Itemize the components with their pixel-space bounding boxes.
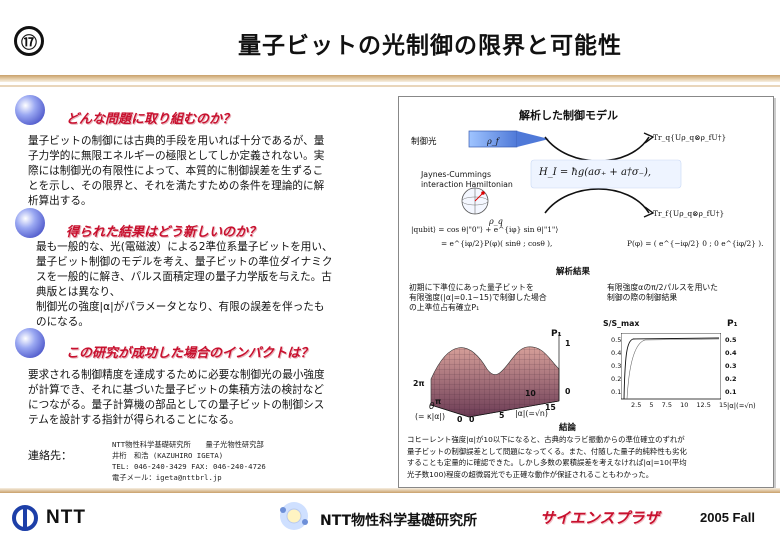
theta-tick-pi: π	[435, 397, 442, 406]
section-bullet-icon	[15, 95, 45, 125]
z-tick-1: 1	[565, 339, 571, 348]
alpha-tick-15: 15	[545, 403, 556, 412]
section-heading-impact: この研究が成功した場合のインパクトは？	[66, 346, 314, 361]
plot2d-xlabel: |α|(=√n)	[727, 402, 756, 410]
z-tick-0: 0	[565, 387, 571, 396]
alpha-tick-0: 0	[469, 415, 475, 424]
fidelity-curve	[623, 337, 720, 400]
conclusion-title: 結論	[559, 423, 577, 433]
qubit-state-eq2: = e^{iφ/2}P(φ)( sinθ ; cosθ ),	[441, 239, 553, 248]
plot2d-left-ticks: 0.5 0.4 0.3 0.2 0.1	[611, 336, 622, 396]
zaxis-label: P₁	[551, 329, 562, 339]
header-divider-thin	[0, 85, 780, 87]
figure-panel: 解析した制御モデル 制御光 Jaynes-Cummings interactio…	[398, 96, 774, 488]
upper-curve	[544, 136, 650, 162]
trace-q-formula: Tr_q{Uρ_q⊗ρ_fU†}	[653, 133, 727, 142]
section-text-problem: 量子ビットの制御には古典的手段を用いれば十分であるが、量 子力学的に無限エネルギ…	[28, 135, 325, 207]
theta-label: θ	[429, 402, 435, 412]
header-divider	[0, 75, 780, 82]
plot2d-x-ticks: 2.5 5 7.5 10 12.5 15	[631, 401, 728, 409]
lower-curve	[544, 188, 650, 214]
alpha-tick-10: 10	[525, 389, 536, 398]
section-heading-problem: どんな問題に取り組むのか？	[66, 112, 236, 127]
left-plot-caption: 初期に下準位にあった量子ビットを 有限強度(|α|=0.1~15)で制御した場合…	[409, 283, 547, 312]
plot2d-right-ticks: 0.5 0.4 0.3 0.2 0.1	[725, 336, 737, 396]
control-light-label: 制御光	[411, 137, 437, 147]
section-text-impact: 要求される制御精度を達成するために必要な制御光の最小強度 が計算でき、それに基づ…	[28, 369, 325, 426]
contact-label: 連絡先：	[28, 449, 72, 462]
surface-plot-3d	[430, 333, 560, 418]
jc-label-1: Jaynes-Cummings	[421, 170, 492, 179]
theta-axis	[430, 404, 470, 418]
jc-label-2: interaction Hamiltonian	[421, 180, 513, 189]
trace-f-formula: Tr_f{Uρ_q⊗ρ_fU†}	[653, 209, 725, 218]
arrow-up-right-icon	[643, 132, 655, 144]
footer-lab-name: NTT物性科学基礎研究所	[320, 513, 478, 529]
footer-divider	[0, 488, 780, 493]
section-text-results: 最も一般的な、光(電磁波）による2準位系量子ビットを用い、 量子ビット制御のモデ…	[36, 241, 333, 328]
rho-f-label: ρ_f	[487, 137, 499, 146]
ntt-logo-text: NTT	[46, 507, 86, 528]
alpha-axis	[468, 400, 560, 418]
population-curve	[626, 338, 720, 400]
theta-tick-0: 0	[457, 415, 463, 424]
right-plot-caption: 有限強度αのπ/2パルスを用いた 制御の際の制御結果	[607, 283, 718, 302]
line-plot-2d	[621, 333, 721, 400]
alpha-tick-5: 5	[499, 411, 505, 420]
rho-q-label: ρ_q	[489, 217, 503, 226]
contact-details: NTT物性科学基礎研究所 量子光物性研究部 井桁 和浩 (KAZUHIRO IG…	[112, 440, 266, 482]
hamiltonian-formula: H_I = ħg(aσ₊ + a†σ₋),	[539, 167, 652, 178]
arrow-down-right-icon	[643, 206, 655, 218]
alpha-label: |α|(=√n)	[515, 409, 548, 418]
model-title: 解析した制御モデル	[519, 109, 618, 122]
plot2d-ylabel-right: P₁	[727, 319, 738, 329]
page-title: 量子ビットの光制御の限界と可能性	[238, 33, 622, 59]
theta-sublabel: (= κ|α|)	[415, 412, 446, 421]
plot2d-ylabel-left: S/S_max	[603, 319, 640, 328]
poster-number-badge: ⑰	[14, 26, 44, 56]
event-year: 2005 Fall	[700, 510, 755, 525]
ntt-logo-icon	[12, 505, 38, 531]
section-bullet-icon	[15, 208, 45, 238]
section-heading-results: 得られた結果はどう新しいのか？	[66, 225, 262, 240]
atom-logo-icon	[280, 502, 308, 530]
results-title: 解析結果	[556, 267, 591, 277]
pulse-arrow-icon	[517, 131, 549, 147]
conclusion-text: コヒーレント強度|α|が10以下になると、古典的なラビ振動からの準位確立のずれが…	[407, 435, 687, 479]
qubit-state-eq1: |qubit⟩ = cos θ|"0"⟩ + e^{iφ} sin θ|"1"⟩	[411, 225, 559, 234]
phase-matrix-eq: P(φ) = ( e^{−iφ/2} 0 ; 0 e^{iφ/2} ).	[627, 239, 764, 248]
hamiltonian-box	[530, 159, 682, 189]
event-name: サイエンスプラザ	[540, 509, 660, 527]
section-bullet-icon	[15, 328, 45, 358]
model-diagram	[461, 130, 682, 218]
theta-tick-2pi: 2π	[413, 379, 425, 388]
